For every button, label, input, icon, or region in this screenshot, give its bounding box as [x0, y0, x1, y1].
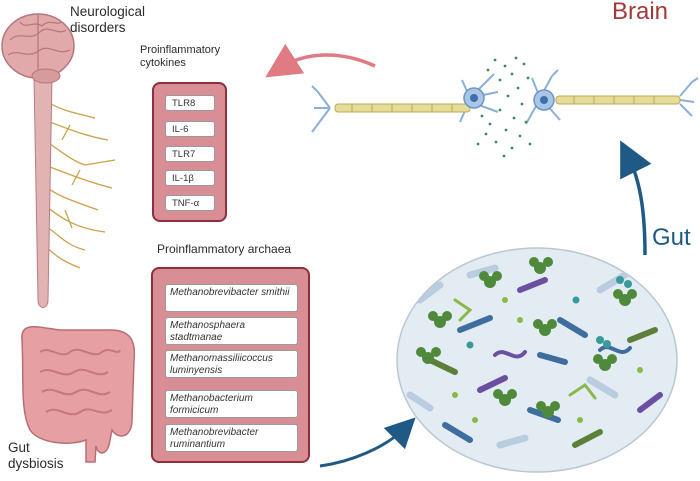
gut-label: Gut: [652, 224, 691, 251]
archaea-item: Methanobrevibacter ruminantium: [165, 424, 298, 452]
brain-label: Brain: [612, 0, 669, 25]
cytokine-item: TLR8: [165, 95, 215, 111]
brain-spinal-cord-icon: [1, 13, 116, 308]
archaea-item: Methanomassiliicoccus luminyensis: [165, 350, 298, 378]
intestine-icon: [21, 326, 136, 463]
cytokine-item: TNF-α: [165, 195, 215, 211]
neurological-disorders-label: Neurological disorders: [70, 4, 146, 35]
cytokine-item: TLR7: [165, 146, 215, 162]
brain-to-cytokines-arrow: [265, 43, 376, 78]
archaea-item: Methanobacterium formicicum: [165, 390, 298, 418]
archaea-item: Methanobrevibacter smithii: [165, 284, 298, 312]
archaea-panel: Methanobrevibacter smithii Methanosphaer…: [151, 267, 310, 463]
cytokine-item: IL-1β: [165, 170, 215, 186]
archaea-to-gut-arrow: [319, 417, 416, 468]
cytokines-title: Proinflammatory cytokines: [140, 44, 221, 69]
neurons-icon: [311, 56, 699, 158]
gut-dysbiosis-label: Gut dysbiosis: [8, 440, 64, 471]
cytokine-item: IL-6: [165, 121, 215, 137]
archaea-item: Methanosphaera stadtmanae: [165, 317, 298, 345]
gut-to-brain-arrow: [620, 140, 652, 256]
cytokines-panel: TLR8 IL-6 TLR7 IL-1β TNF-α: [152, 82, 227, 222]
archaea-title: Proinflammatory archaea: [157, 242, 292, 256]
microbiota-icon: [396, 247, 678, 473]
